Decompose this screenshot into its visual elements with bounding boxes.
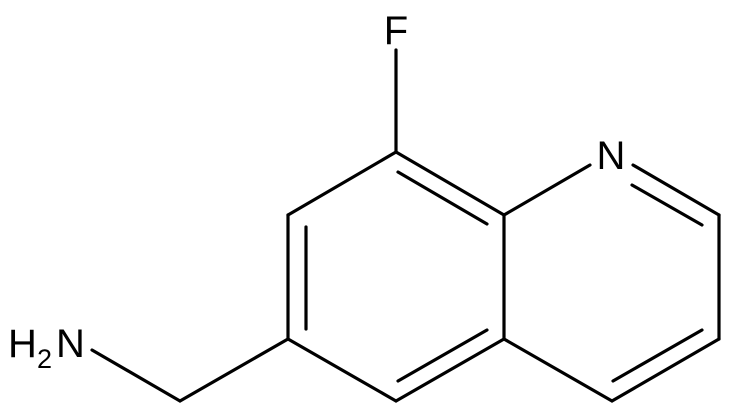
double-bond-c4a-c5 (396, 328, 489, 383)
amine-n-label: N (56, 322, 85, 366)
bond-c4-c4a (502, 337, 614, 403)
bond-ch2-nh2 (90, 348, 182, 403)
bond-c3-c4 (610, 337, 721, 403)
bond-c5-c6 (286, 337, 398, 403)
bond-c8a-n1 (502, 163, 592, 217)
bond-c4a-c5 (394, 337, 506, 403)
double-bond-c8-c8a (396, 170, 489, 226)
double-bond-c3-c4 (611, 328, 704, 383)
fluorine-label: F (384, 9, 408, 53)
bond-c8-c8a (394, 150, 506, 217)
bond-c6-ch2 (178, 337, 290, 403)
bond-n1-c2 (631, 163, 721, 217)
bond-c7-c8 (286, 150, 398, 217)
ring-nitrogen-label: N (597, 134, 626, 178)
double-bond-n1-c2 (630, 183, 704, 227)
amine-subscript-label: 2 (37, 344, 52, 374)
amine-h-label: H (8, 322, 37, 366)
